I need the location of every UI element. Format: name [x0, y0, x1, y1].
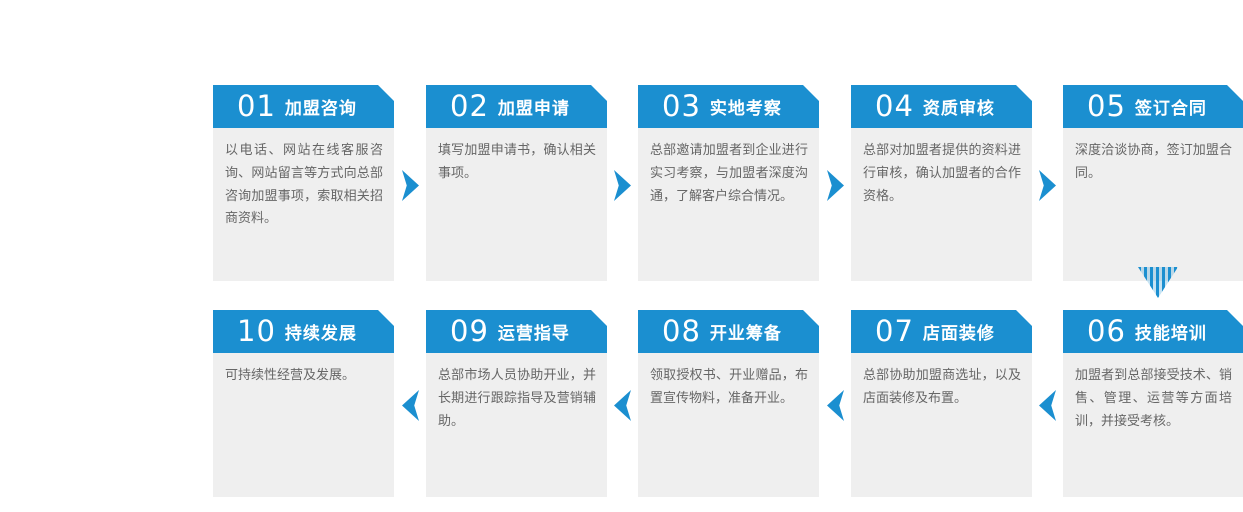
- step-card-01: 01 加盟咨询 以电话、网站在线客服咨询、网站留言等方式向总部咨询加盟事项，索取…: [213, 85, 394, 281]
- step-header: 02 加盟申请: [426, 85, 607, 128]
- step-title: 实地考察: [709, 99, 782, 119]
- down-arrow-icon: [1138, 267, 1178, 298]
- step-title: 加盟申请: [497, 99, 570, 119]
- step-number: 02: [450, 89, 489, 123]
- step-header: 10 持续发展: [213, 310, 394, 353]
- flow-arrow-right-icon: [614, 170, 631, 201]
- step-header: 07 店面装修: [851, 310, 1032, 353]
- step-title: 店面装修: [922, 324, 995, 344]
- step-title: 资质审核: [922, 99, 995, 119]
- step-title: 运营指导: [497, 324, 570, 344]
- step-header: 03 实地考察: [638, 85, 819, 128]
- step-header: 05 签订合同: [1063, 85, 1243, 128]
- flow-arrow-left-icon: [614, 390, 631, 421]
- step-header: 04 资质审核: [851, 85, 1032, 128]
- step-card-03: 03 实地考察 总部邀请加盟者到企业进行实习考察，与加盟者深度沟通，了解客户综合…: [638, 85, 819, 281]
- flow-arrow-left-icon: [1039, 390, 1056, 421]
- step-header: 06 技能培训: [1063, 310, 1243, 353]
- step-description: 加盟者到总部接受技术、销售、管理、运营等方面培训，并接受考核。: [1063, 353, 1243, 497]
- step-number: 09: [450, 314, 489, 348]
- step-header: 01 加盟咨询: [213, 85, 394, 128]
- step-description: 可持续性经营及发展。: [213, 353, 394, 497]
- step-card-08: 08 开业筹备 领取授权书、开业赠品，布置宣传物料，准备开业。: [638, 310, 819, 497]
- step-title: 持续发展: [284, 324, 357, 344]
- step-description: 领取授权书、开业赠品，布置宣传物料，准备开业。: [638, 353, 819, 497]
- step-header: 08 开业筹备: [638, 310, 819, 353]
- step-description: 总部市场人员协助开业，并长期进行跟踪指导及营销辅助。: [426, 353, 607, 497]
- step-card-09: 09 运营指导 总部市场人员协助开业，并长期进行跟踪指导及营销辅助。: [426, 310, 607, 497]
- step-description: 总部对加盟者提供的资料进行审核，确认加盟者的合作资格。: [851, 128, 1032, 281]
- step-number: 03: [662, 89, 701, 123]
- step-description: 填写加盟申请书，确认相关事项。: [426, 128, 607, 281]
- flow-arrow-left-icon: [402, 390, 419, 421]
- step-description: 总部邀请加盟者到企业进行实习考察，与加盟者深度沟通，了解客户综合情况。: [638, 128, 819, 281]
- step-number: 05: [1087, 89, 1126, 123]
- step-header: 09 运营指导: [426, 310, 607, 353]
- step-description: 深度洽谈协商，签订加盟合同。: [1063, 128, 1243, 281]
- step-number: 04: [875, 89, 914, 123]
- step-description: 以电话、网站在线客服咨询、网站留言等方式向总部咨询加盟事项，索取相关招商资料。: [213, 128, 394, 281]
- step-card-06: 06 技能培训 加盟者到总部接受技术、销售、管理、运营等方面培训，并接受考核。: [1063, 310, 1243, 497]
- step-number: 07: [875, 314, 914, 348]
- flow-arrow-right-icon: [1039, 170, 1056, 201]
- step-card-05: 05 签订合同 深度洽谈协商，签订加盟合同。: [1063, 85, 1243, 281]
- step-card-02: 02 加盟申请 填写加盟申请书，确认相关事项。: [426, 85, 607, 281]
- step-number: 10: [237, 314, 276, 348]
- step-number: 08: [662, 314, 701, 348]
- step-title: 开业筹备: [709, 324, 782, 344]
- step-title: 加盟咨询: [284, 99, 357, 119]
- flow-arrow-left-icon: [827, 390, 844, 421]
- step-number: 06: [1087, 314, 1126, 348]
- step-description: 总部协助加盟商选址，以及店面装修及布置。: [851, 353, 1032, 497]
- step-number: 01: [237, 89, 276, 123]
- flow-arrow-right-icon: [402, 170, 419, 201]
- step-card-10: 10 持续发展 可持续性经营及发展。: [213, 310, 394, 497]
- step-card-04: 04 资质审核 总部对加盟者提供的资料进行审核，确认加盟者的合作资格。: [851, 85, 1032, 281]
- flow-arrow-right-icon: [827, 170, 844, 201]
- step-card-07: 07 店面装修 总部协助加盟商选址，以及店面装修及布置。: [851, 310, 1032, 497]
- step-title: 签订合同: [1134, 99, 1207, 119]
- step-title: 技能培训: [1134, 324, 1207, 344]
